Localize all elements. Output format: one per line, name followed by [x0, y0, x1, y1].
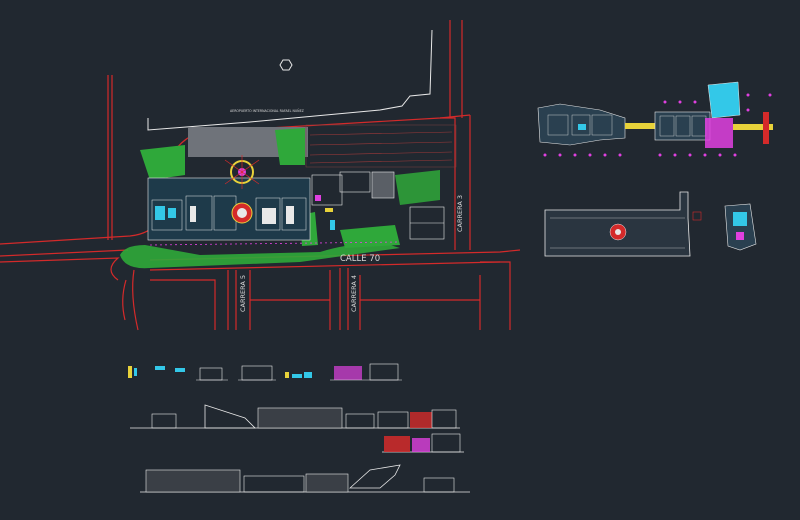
- small-elevations: [128, 363, 402, 381]
- site-plan: AEROPUERTO INTERNACIONAL RAFAEL NUÑEZ: [0, 20, 521, 331]
- floor-plan-upper: [537, 81, 773, 157]
- airport-label: AEROPUERTO INTERNACIONAL RAFAEL NUÑEZ: [230, 108, 305, 113]
- lower-plan-stalls: [550, 217, 685, 249]
- floor-plan-corridor: [733, 124, 773, 130]
- floor-plan-rooms: [547, 114, 613, 136]
- floor-plan-tower: [707, 81, 741, 119]
- parking-grid: [305, 124, 457, 168]
- small-elevation-5: [330, 363, 402, 381]
- road-network: [0, 20, 521, 331]
- north-marker-icon: [279, 59, 293, 71]
- detail-block-accent-2: [736, 232, 744, 240]
- module-details-cyan: [155, 206, 294, 224]
- street-label-carrera-3: CARRERA 3: [456, 195, 464, 232]
- floor-plan-lower: [544, 191, 757, 257]
- detail-block-accent: [733, 212, 747, 226]
- fountain-rays: [224, 155, 260, 189]
- floor-plan-connector: [625, 123, 655, 129]
- long-elevation-1: [130, 404, 460, 429]
- small-elevation-4: [285, 372, 312, 378]
- central-roundabout-inner: [237, 208, 247, 218]
- floor-plan-core: [705, 118, 733, 148]
- lower-plan-annex: [692, 211, 702, 221]
- small-elevation-2: [196, 367, 228, 381]
- street-label-carrera-4: CARRERA 4: [350, 275, 358, 312]
- street-label-calle-70: CALLE 70: [340, 254, 380, 264]
- long-elevation-3: [140, 464, 470, 493]
- floor-plan-end: [763, 112, 769, 144]
- airport-perimeter: [147, 29, 433, 131]
- street-label-carrera-5: CARRERA 5: [239, 275, 247, 312]
- east-structures: [311, 171, 445, 240]
- floor-plan-accent: [578, 124, 586, 130]
- small-elevation-1: [128, 366, 185, 378]
- floor-plan-wing: [654, 111, 711, 141]
- tree-row: [149, 241, 401, 246]
- lower-plan-rotunda-inner: [615, 229, 621, 235]
- small-elevation-3: [238, 365, 276, 381]
- parking-rows: [309, 131, 453, 164]
- floor-plan-grid-labels: [543, 93, 772, 157]
- east-plaza-details: [315, 195, 335, 230]
- detail-block: [724, 203, 757, 251]
- long-elevation-2: [382, 433, 464, 453]
